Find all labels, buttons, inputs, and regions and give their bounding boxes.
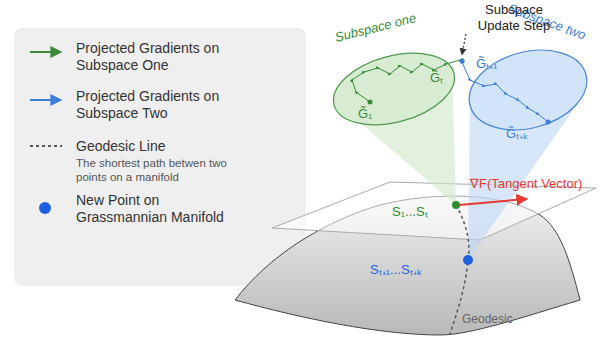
legend-panel: [14, 28, 306, 286]
legend-text: Projected Gradients on Subspace One: [76, 40, 251, 74]
gradient-label: G̃₁: [358, 106, 373, 122]
legend-text: New Point on Grassmannian Manifold: [76, 192, 236, 226]
tangent-label: ∇F(Tangent Vector): [470, 176, 582, 192]
legend-text: Geodesic Line: [76, 138, 266, 155]
gradient-label: G̃ₜ₊ₖ: [506, 126, 528, 142]
gradient-label: G̃ₜ: [430, 70, 443, 86]
legend-green-arrow: [30, 51, 60, 53]
legend-blue-dot: [39, 202, 51, 214]
gradient-path: [462, 62, 548, 122]
geodesic-label: Geodesic: [462, 312, 513, 326]
update-step-arrow: [462, 34, 466, 54]
gradient-path: [352, 60, 460, 102]
gradient-label: G̃ₜ₊₁: [476, 56, 498, 72]
legend-blue-arrow: [30, 99, 60, 101]
ellipse-outline: [326, 41, 463, 137]
update-step-label: Subspace Update Step: [472, 2, 556, 33]
legend-note: The shortest path betwen two points on a…: [76, 157, 241, 185]
green-point: [452, 201, 460, 209]
blue-point: [463, 255, 473, 265]
ellipse-outline: [460, 38, 596, 142]
legend-dashed-line: [30, 145, 62, 147]
gradient-dot: [460, 59, 465, 64]
point-label: S₁...Sₜ: [392, 204, 428, 220]
subspace-label: Subspace one: [333, 10, 417, 45]
tangent-arrow: [459, 199, 526, 205]
ellipse-shape: [330, 52, 458, 126]
gradient-dot: [460, 59, 465, 64]
subspace-ellipse: Subspace one: [330, 52, 458, 126]
legend-text: Projected Gradients on Subspace Two: [76, 88, 251, 122]
point-label: Sₜ₊₁...Sₜ₊ₖ: [370, 262, 422, 278]
gradient-dot: [368, 100, 373, 105]
gradient-dot: [546, 120, 551, 125]
